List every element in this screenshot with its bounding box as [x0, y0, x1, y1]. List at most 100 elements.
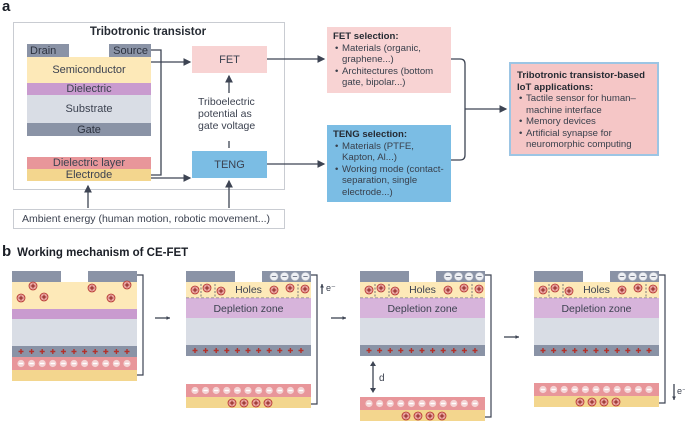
positive-charge-icon	[18, 349, 24, 354]
stage4-electron-label: e⁻	[677, 386, 685, 396]
semiconductor-layer: Semiconductor	[27, 57, 151, 83]
stage-arrow-3-head	[515, 335, 519, 339]
stage3-circuit-wire	[485, 274, 492, 418]
plus-glyph	[461, 285, 467, 291]
positive-charge-icon	[92, 349, 98, 354]
panel-b-title: Working mechanism of CE-FET	[17, 247, 189, 259]
stage3-distance-label: d	[379, 373, 385, 384]
triboelectric-label: Triboelectric potential as gate voltage	[198, 96, 255, 132]
plus-glyph	[302, 286, 308, 292]
positive-charge-icon	[572, 348, 578, 353]
plus-glyph	[192, 287, 198, 293]
source-layer: Source	[109, 44, 151, 57]
plus-glyph	[392, 288, 398, 294]
teng-box: TENG	[192, 151, 267, 178]
positive-charge-icon	[604, 348, 610, 353]
plus-glyph	[476, 286, 482, 292]
positive-charge-icon	[387, 348, 393, 353]
positive-charge-icon	[366, 348, 372, 353]
tribo-label-line-3: gate voltage	[198, 120, 256, 132]
positive-charge-icon	[124, 349, 130, 354]
plus-glyph	[540, 287, 546, 293]
stage3-depletion-label: Depletion zone	[387, 303, 457, 315]
stage4-depletion-zone	[534, 298, 659, 318]
positive-charge-icon	[50, 349, 56, 354]
tribo-label-line-1: Triboelectric	[198, 96, 255, 108]
teng-selection-item: Materials (PTFE, Kapton, Al...)	[333, 141, 445, 164]
positive-charge-icon	[451, 348, 457, 353]
plus-glyph	[41, 294, 47, 300]
plus-glyph	[635, 285, 641, 291]
plus-glyph	[427, 413, 433, 419]
panel-b-header: b Working mechanism of CE-FET	[2, 243, 188, 260]
fet-selection-item: Materials (organic, graphene...)	[333, 43, 445, 66]
positive-charge-icon	[625, 348, 631, 353]
dielectric-layer-top: Dielectric	[27, 83, 151, 95]
stage4-semiconductor	[534, 282, 659, 298]
positive-charge-icon	[60, 349, 66, 354]
stage3-depletion-zone	[360, 298, 485, 318]
positive-charge-icon	[192, 348, 198, 353]
positive-charge-icon	[213, 348, 219, 353]
plus-glyph	[124, 282, 130, 288]
positive-charge-icon	[646, 348, 652, 353]
application-item: Artificial synapse for neuromorphic comp…	[517, 128, 651, 151]
positive-charge-icon	[224, 348, 230, 353]
plus-glyph	[613, 399, 619, 405]
plus-glyph	[229, 400, 235, 406]
stage3-electrode	[360, 410, 485, 421]
positive-charge-icon	[203, 348, 209, 353]
stage2-depletion-zone	[186, 298, 311, 318]
electrode-layer: Electrode	[27, 169, 151, 181]
positive-charge-icon	[551, 348, 557, 353]
positive-charge-icon	[103, 349, 109, 354]
stage2-electron-label: e⁻	[326, 283, 336, 293]
teng-selection-box: TENG selection: Materials (PTFE, Kapton,…	[327, 125, 451, 202]
plus-glyph	[566, 288, 572, 294]
plus-glyph	[218, 288, 224, 294]
ambient-energy-box: Ambient energy (human motion, robotic mo…	[13, 209, 285, 229]
stage1-electrode	[12, 370, 137, 381]
stage1-source	[88, 271, 137, 282]
plus-glyph	[287, 285, 293, 291]
drain-layer: Drain	[27, 44, 69, 57]
fet-box: FET	[192, 46, 267, 73]
fet-selection-item: Architectures (bottom gate, bipolar...)	[333, 66, 445, 89]
frame-title: Tribotronic transistor	[89, 26, 207, 38]
application-item: Memory devices	[517, 116, 651, 128]
positive-charge-icon	[440, 348, 446, 353]
stage1-drain	[12, 271, 61, 282]
panel-a-connectors	[84, 49, 508, 208]
positive-charge-icon	[461, 348, 467, 353]
stage-arrow-2-head	[342, 316, 346, 320]
stage2-holes-label: Holes	[235, 284, 262, 296]
dielectric-layer: Dielectric layer	[27, 157, 151, 169]
positive-charge-icon	[245, 348, 251, 353]
stage3-drain	[360, 271, 409, 282]
stage4-electrode	[534, 396, 659, 407]
positive-charge-icon	[266, 348, 272, 353]
plus-glyph	[30, 283, 36, 289]
plus-glyph	[108, 295, 114, 301]
positive-charge-icon	[398, 348, 404, 353]
substrate-layer: Substrate	[27, 95, 151, 123]
plus-glyph	[552, 285, 558, 291]
positive-charge-icon	[593, 348, 599, 353]
plus-glyph	[378, 285, 384, 291]
positive-charge-icon	[113, 349, 119, 354]
plus-glyph	[577, 399, 583, 405]
positive-charge-icon	[234, 348, 240, 353]
plus-glyph	[415, 413, 421, 419]
stage2-electron-flow-arrow-head	[320, 284, 324, 288]
stage4-holes-label: Holes	[583, 284, 610, 296]
fet-selection-title: FET selection:	[333, 31, 399, 42]
plus-glyph	[439, 413, 445, 419]
stage1-circuit-wire	[137, 274, 144, 376]
stage3-holes-label: Holes	[409, 284, 436, 296]
stage1-dielectric	[12, 309, 137, 319]
positive-charge-icon	[614, 348, 620, 353]
stage1-substrate	[12, 319, 137, 346]
positive-charge-icon	[582, 348, 588, 353]
plus-glyph	[366, 287, 372, 293]
